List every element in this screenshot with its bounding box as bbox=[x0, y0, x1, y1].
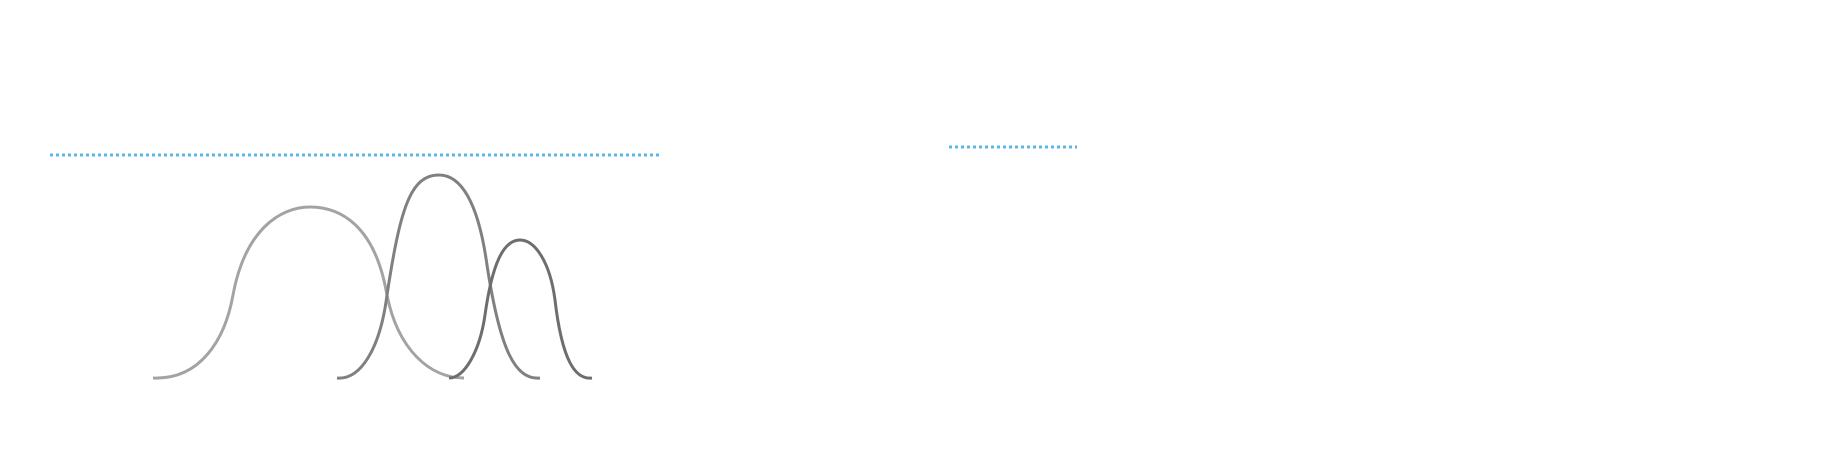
small-bell-curve bbox=[448, 238, 593, 380]
wide-bell-curve bbox=[152, 205, 465, 380]
tall-bell-curve bbox=[336, 173, 541, 380]
